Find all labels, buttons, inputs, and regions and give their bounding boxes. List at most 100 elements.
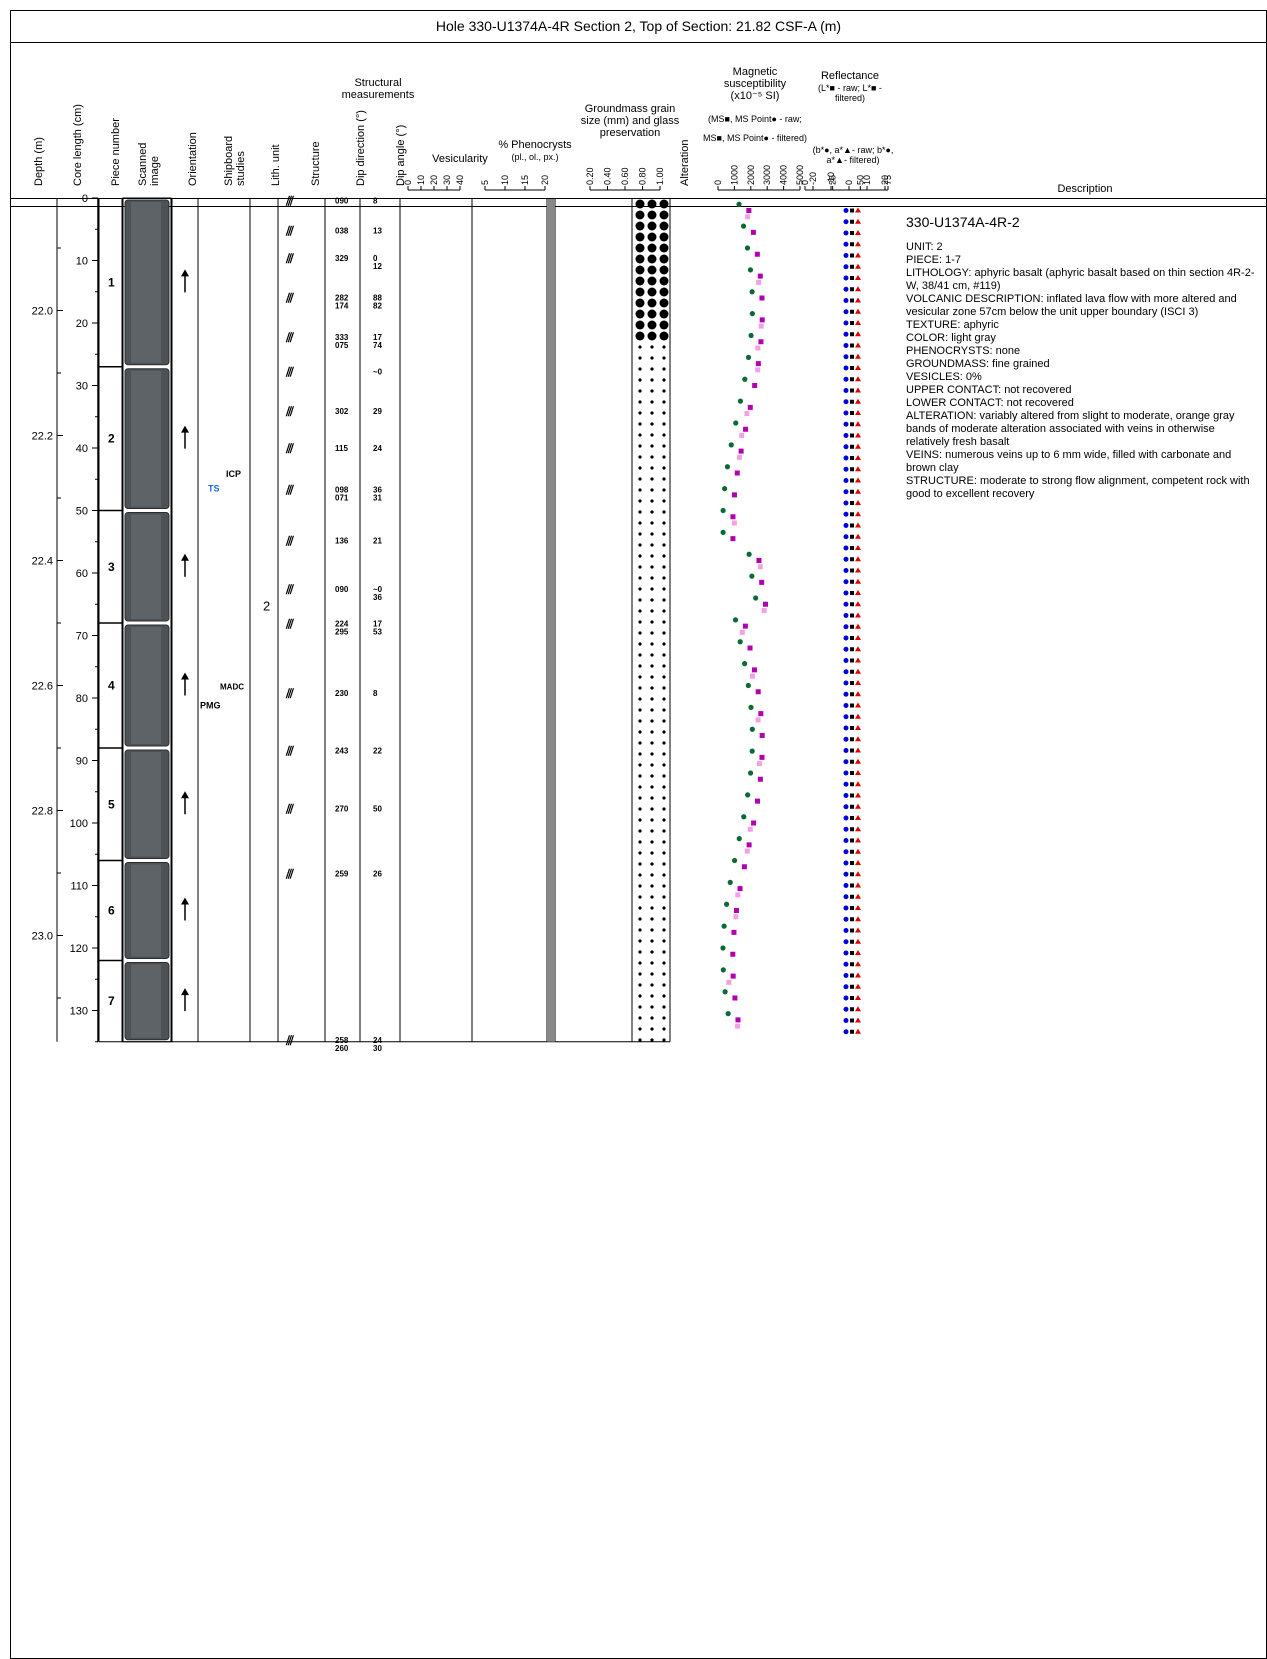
dip-direction-value: 333 [335,333,349,342]
vesicularity-tick-label: 10 [416,175,426,185]
header-magsus-raw: (MS■, MS Point● - raw; [708,114,802,124]
description-line: VOLCANIC DESCRIPTION: inflated lava flow… [906,293,1237,318]
reflectance-L-filtered [850,872,854,877]
alteration-dot [662,774,666,778]
scanned-piece-highlight [131,627,161,744]
alteration-dot [650,917,654,921]
header-magsus: Magnetic susceptibility (x10⁻⁵ SI) [723,66,787,102]
reflectance-L-filtered [850,422,854,427]
dip-direction-value: 136 [335,536,349,545]
magsus-filtered [757,273,763,279]
alteration-dot [650,444,654,448]
magsus-filtered [758,711,764,717]
alteration-dot [650,741,654,745]
magsus-point-filtered [745,682,751,689]
cm-label: 130 [70,1006,88,1018]
phenocrysts-tick-label: 20 [540,175,550,185]
cm-label: 30 [76,381,88,393]
alteration-dot [635,210,645,220]
magsus-raw [757,564,763,570]
dip-direction-value: 295 [335,628,349,637]
alteration-dot [662,972,666,976]
dip-direction-value: 224 [335,620,349,629]
alteration-dot [650,884,654,888]
reflectance-L-filtered [850,759,854,764]
structure-symbol: ⫻ [285,866,295,881]
magsus-raw [755,717,761,723]
dip-direction-value: 115 [335,444,348,453]
magsus-raw [744,411,750,417]
structure-symbol: ⫻ [285,193,295,208]
reflectance-a-filtered [855,961,861,967]
alteration-dot [659,287,669,297]
description-section-id: 330-U1374A-4R-2 [906,214,1020,230]
alteration-dot [638,444,642,448]
orientation-arrowhead [181,897,189,905]
magsus-filtered [730,514,736,520]
reflectance-b-filtered [843,736,849,742]
alteration-dot [650,477,654,481]
reflectance-b-filtered [843,489,849,495]
magsus-point-filtered [742,376,748,382]
alteration-dot [662,598,666,602]
reflectance-b-filtered [843,568,849,573]
reflectance-ab-tick-label: -10 [826,172,836,185]
reflectance-L-filtered [850,1018,854,1023]
alteration-dot [650,697,654,701]
alteration-dot [650,862,654,866]
magsus-point-filtered [736,201,742,207]
reflectance-b-filtered [843,928,849,933]
alteration-dot [662,983,666,987]
reflectance-L-filtered [850,782,854,787]
reflectance-a-filtered [855,612,861,618]
dip-angle-value: 30 [373,1044,382,1053]
structure-symbol: ⫻ [285,223,295,238]
reflectance-L-filtered [850,849,854,854]
reflectance-b-filtered [843,264,849,270]
reflectance-a-filtered [855,533,861,539]
magsus-filtered [738,448,744,454]
phenocrysts-tick-label: 15 [520,175,530,185]
alteration-dot [662,961,666,965]
shipboard-madc: MADC [220,683,244,692]
alteration-dot [662,796,666,800]
cm-label: 110 [70,881,88,893]
alteration-dot [635,221,645,231]
reflectance-b-filtered [843,894,849,900]
reflectance-a-filtered [855,601,861,607]
alteration-dot [650,675,654,679]
description-line: UPPER CONTACT: not recovered [906,384,1072,396]
alteration-dot [662,422,666,426]
alteration-dot [650,609,654,613]
reflectance-a-filtered [855,691,861,697]
alteration-dot [638,455,642,459]
structure-symbol: ⫻ [285,290,295,305]
alteration-dot [650,598,654,602]
structure-symbol: ⫻ [285,330,295,345]
cm-label: 20 [76,318,88,330]
reflectance-b-filtered [843,759,849,765]
alteration-dot [638,961,642,965]
alteration-dot [662,609,666,613]
magsus-raw [731,520,737,526]
alteration-dot [650,664,654,668]
magsus-filtered [759,733,765,738]
dip-angle-value: 88 [373,293,382,302]
description-line: TEXTURE: aphyric [906,319,999,331]
alteration-dot [650,455,654,459]
alteration-dot [650,422,654,426]
reflectance-b-filtered [843,815,849,821]
vesicularity-tick-label: 40 [455,175,465,185]
alteration-dot [638,862,642,866]
alteration-dot [638,741,642,745]
alteration-dot [638,356,642,360]
orientation-arrowhead [181,672,189,680]
alteration-dot [638,686,642,690]
header-magsus-filtered: MS■, MS Point● - filtered) [703,133,807,143]
alteration-dot [650,499,654,503]
alteration-dot [662,741,666,745]
alteration-dot [650,983,654,987]
alteration-dot [659,276,669,286]
alteration-dot [638,939,642,943]
